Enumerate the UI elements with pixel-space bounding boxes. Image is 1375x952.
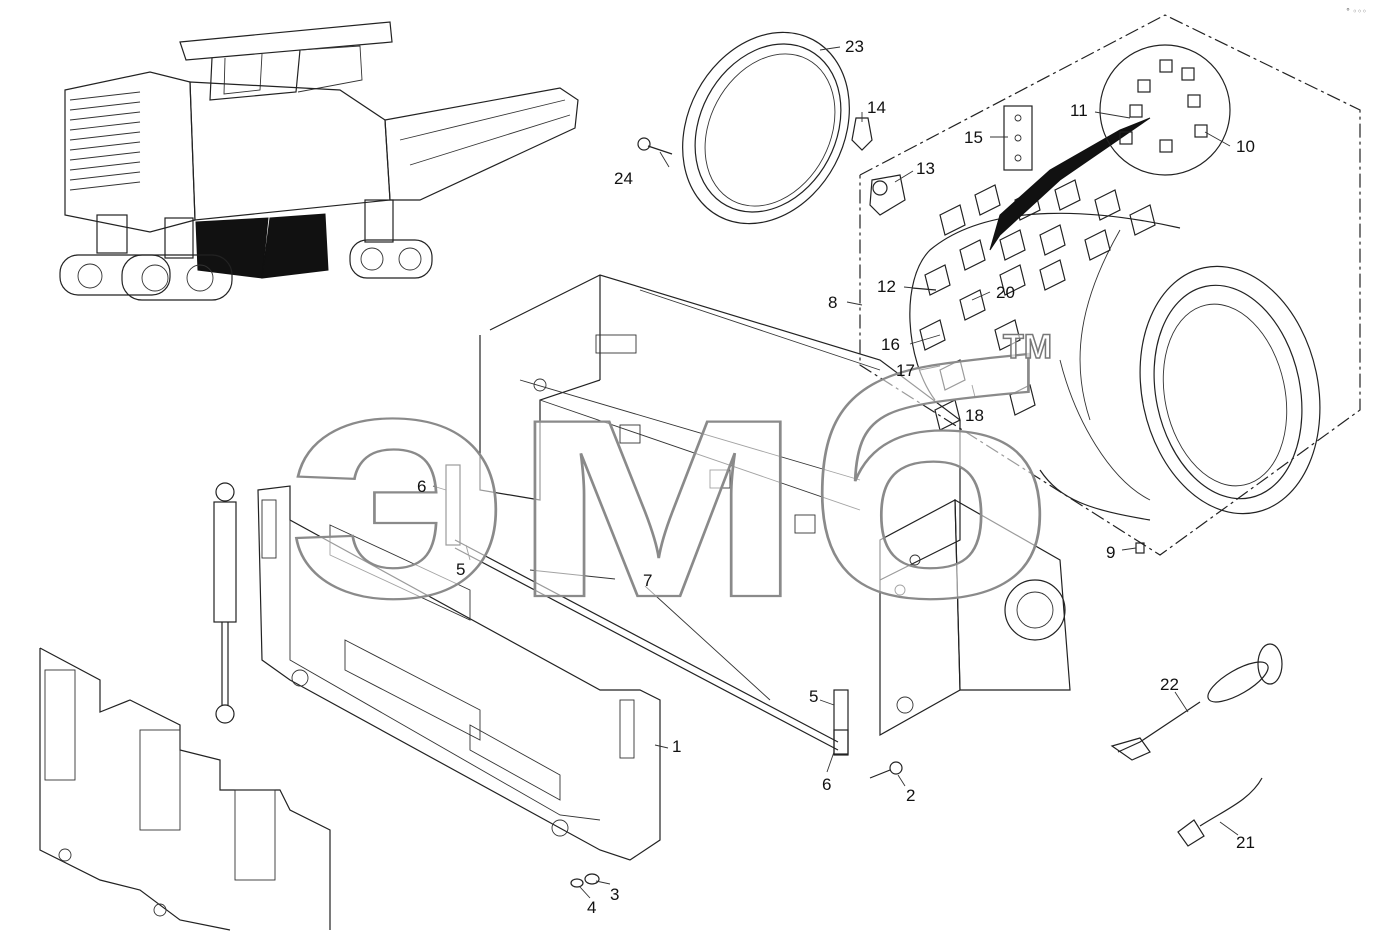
callout-12: 12 — [877, 277, 896, 296]
cab-roof — [179, 21, 393, 61]
drum-detail-boundary — [859, 14, 1361, 556]
milling-machine-illustration — [59, 21, 579, 301]
gas-spring — [213, 482, 237, 724]
bolt-24 — [637, 137, 673, 155]
engine-housing — [64, 71, 196, 233]
watermark-tm: TM — [1003, 328, 1052, 366]
callout-9: 9 — [1106, 543, 1115, 562]
corner-mark: ° ◦◦◦ — [1346, 7, 1367, 16]
callout-labels: 1 2 3 4 5 5 6 6 7 8 9 10 11 12 13 14 15 … — [417, 37, 1255, 917]
machine-body — [189, 81, 391, 221]
pin-12 — [911, 287, 937, 291]
callout-16: 16 — [881, 335, 900, 354]
callout-4: 4 — [587, 898, 596, 917]
side-plate-1 — [257, 485, 661, 861]
side-plate-outer — [39, 647, 331, 931]
callout-1: 1 — [672, 737, 681, 756]
cab-window — [209, 49, 301, 101]
drum-highlight-band — [989, 117, 1151, 251]
drum-housing-highlight-right — [261, 213, 329, 279]
callout-17: 17 — [896, 361, 915, 380]
callout-2: 2 — [906, 786, 915, 805]
holder-13 — [869, 174, 906, 216]
bolt-2 — [869, 761, 903, 779]
driver-tool-21 — [1177, 777, 1263, 847]
callout-14: 14 — [867, 98, 886, 117]
radiator-grille — [69, 91, 141, 191]
cutting-tools — [919, 179, 1156, 431]
track-rear — [349, 239, 433, 279]
track-front-right — [121, 254, 233, 301]
callout-7: 7 — [643, 571, 652, 590]
tool-pattern-detail — [1099, 44, 1231, 176]
callout-20: 20 — [996, 283, 1015, 302]
callout-21: 21 — [1236, 833, 1255, 852]
drum-housing-frame — [479, 274, 1071, 737]
tool-14 — [851, 117, 873, 151]
watermark: эмб TM — [285, 296, 1057, 667]
callout-3: 3 — [610, 885, 619, 904]
watermark-text: эмб — [286, 297, 1056, 666]
discharge-conveyor — [384, 87, 579, 201]
callout-6-lower: 6 — [822, 775, 831, 794]
drum-inner-ring — [1153, 284, 1303, 500]
callout-6-upper: 6 — [417, 477, 426, 496]
wear-strip-7 — [445, 464, 849, 756]
callout-24: 24 — [614, 169, 633, 188]
callout-23: 23 — [845, 37, 864, 56]
leader-lines — [432, 46, 1239, 899]
callout-5-upper: 5 — [456, 560, 465, 579]
washer-nut-3-4 — [570, 873, 600, 888]
drum-outer-ring — [1139, 265, 1321, 515]
callout-18: 18 — [965, 406, 984, 425]
milling-drum — [909, 117, 1321, 521]
callout-13: 13 — [916, 159, 935, 178]
block-15 — [1003, 105, 1033, 171]
callout-15: 15 — [964, 128, 983, 147]
callout-8: 8 — [828, 293, 837, 312]
ring-23 — [682, 31, 850, 225]
callout-11: 11 — [1070, 101, 1088, 120]
callout-5-lower: 5 — [809, 687, 818, 706]
callout-10: 10 — [1236, 137, 1255, 156]
drum-housing-highlight — [195, 217, 269, 279]
track-front-left — [59, 254, 171, 296]
callout-22: 22 — [1160, 675, 1179, 694]
gear-housing-plate — [954, 498, 1071, 691]
extractor-tool-22 — [1110, 643, 1283, 761]
